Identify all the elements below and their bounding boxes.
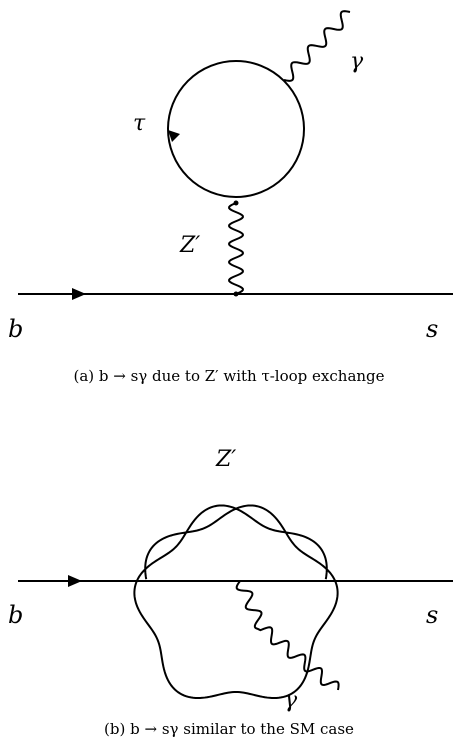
label-s-b: s — [426, 601, 438, 629]
caption-b: (b) b → sγ similar to the SM case — [104, 720, 354, 738]
tau-loop — [167, 60, 305, 198]
diagram-a: b s γ τ Z′ (a) b → sγ due to Z′ with τ-l… — [8, 10, 453, 385]
zprime-propagator-a — [227, 202, 245, 295]
photon-line-a — [283, 10, 351, 82]
label-s-a: s — [426, 315, 438, 343]
label-photon-b: γ — [284, 688, 298, 713]
diagram-b: b s Z′ γ (b) b → sγ similar to the SM ca… — [8, 447, 453, 738]
tau-loop-arrow — [168, 130, 180, 142]
label-tau: τ — [133, 111, 146, 136]
vertex-quark-a — [233, 291, 239, 297]
label-photon-a: γ — [350, 49, 364, 74]
label-zprime-b: Z′ — [215, 447, 236, 472]
fermion-arrow-b — [68, 575, 82, 587]
label-b-b: b — [8, 601, 23, 629]
vertex-loop-a — [233, 200, 239, 206]
label-zprime-a: Z′ — [179, 233, 200, 258]
fermion-arrow-a — [72, 288, 86, 300]
photon-line-b — [235, 580, 340, 691]
zprime-propagator-b — [133, 504, 339, 700]
label-b-a: b — [8, 315, 23, 343]
caption-a: (a) b → sγ due to Z′ with τ-loop exchang… — [73, 367, 384, 385]
